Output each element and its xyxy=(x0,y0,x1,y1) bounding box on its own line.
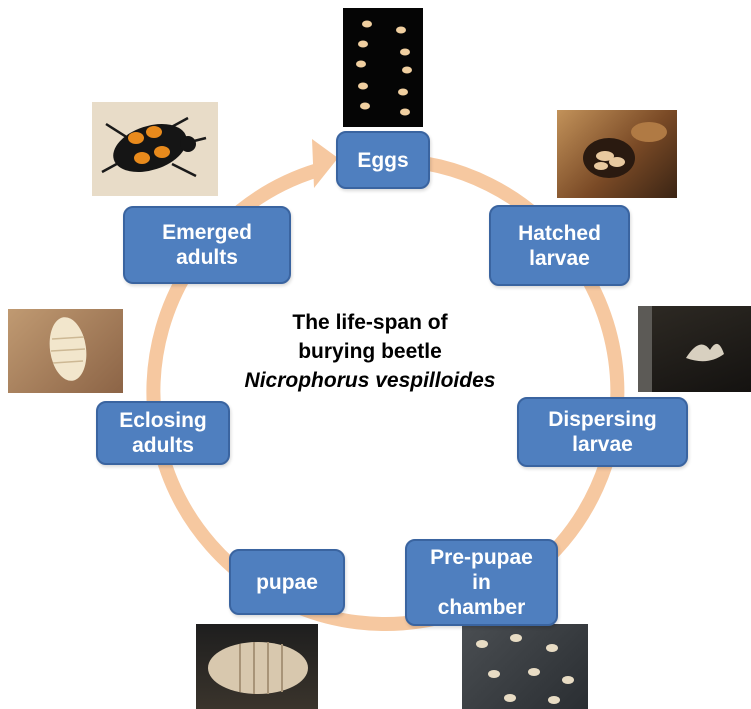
stage-pupae: pupae xyxy=(229,549,345,615)
pre-pupae-line1: Pre-pupae xyxy=(430,546,533,569)
stage-pre-pupae: Pre-pupae in chamber xyxy=(405,539,558,626)
diagram-title: The life-span of burying beetle Nicropho… xyxy=(205,308,535,395)
pre-pupae-photo xyxy=(462,624,588,709)
dispersing-larvae-line1: Dispersing xyxy=(548,408,657,431)
stage-hatched-larvae: Hatched larvae xyxy=(489,205,630,286)
eclosing-adults-line2: adults xyxy=(132,434,194,457)
pre-pupae-line2: in xyxy=(472,571,491,594)
eclosing-adults-photo xyxy=(8,309,123,393)
pupae-photo xyxy=(196,624,318,709)
emerged-adults-line1: Emerged xyxy=(162,221,252,244)
eggs-photo xyxy=(343,8,423,127)
pre-pupae-line3: chamber xyxy=(437,596,526,619)
emerged-adults-photo xyxy=(92,102,218,196)
stage-emerged-adults: Emerged adults xyxy=(123,206,291,284)
hatched-larvae-line1: Hatched xyxy=(518,221,601,245)
eclosing-adults-line1: Eclosing xyxy=(119,409,207,432)
pupae-label: pupae xyxy=(256,570,318,594)
stage-eggs-label: Eggs xyxy=(357,148,409,172)
title-line1: The life-span of xyxy=(292,311,448,334)
emerged-adults-line2: adults xyxy=(176,246,238,269)
title-line2: burying beetle xyxy=(298,340,442,363)
hatched-larvae-line2: larvae xyxy=(529,246,590,270)
stage-eclosing-adults: Eclosing adults xyxy=(96,401,230,465)
stage-eggs: Eggs xyxy=(336,131,430,189)
dispersing-larvae-line2: larvae xyxy=(572,433,633,456)
dispersing-larvae-photo xyxy=(638,306,751,392)
cycle-arrowhead xyxy=(312,139,338,188)
title-species: Nicrophorus vespilloides xyxy=(244,369,496,392)
hatched-larvae-photo xyxy=(557,110,677,198)
stage-dispersing-larvae: Dispersing larvae xyxy=(517,397,688,467)
